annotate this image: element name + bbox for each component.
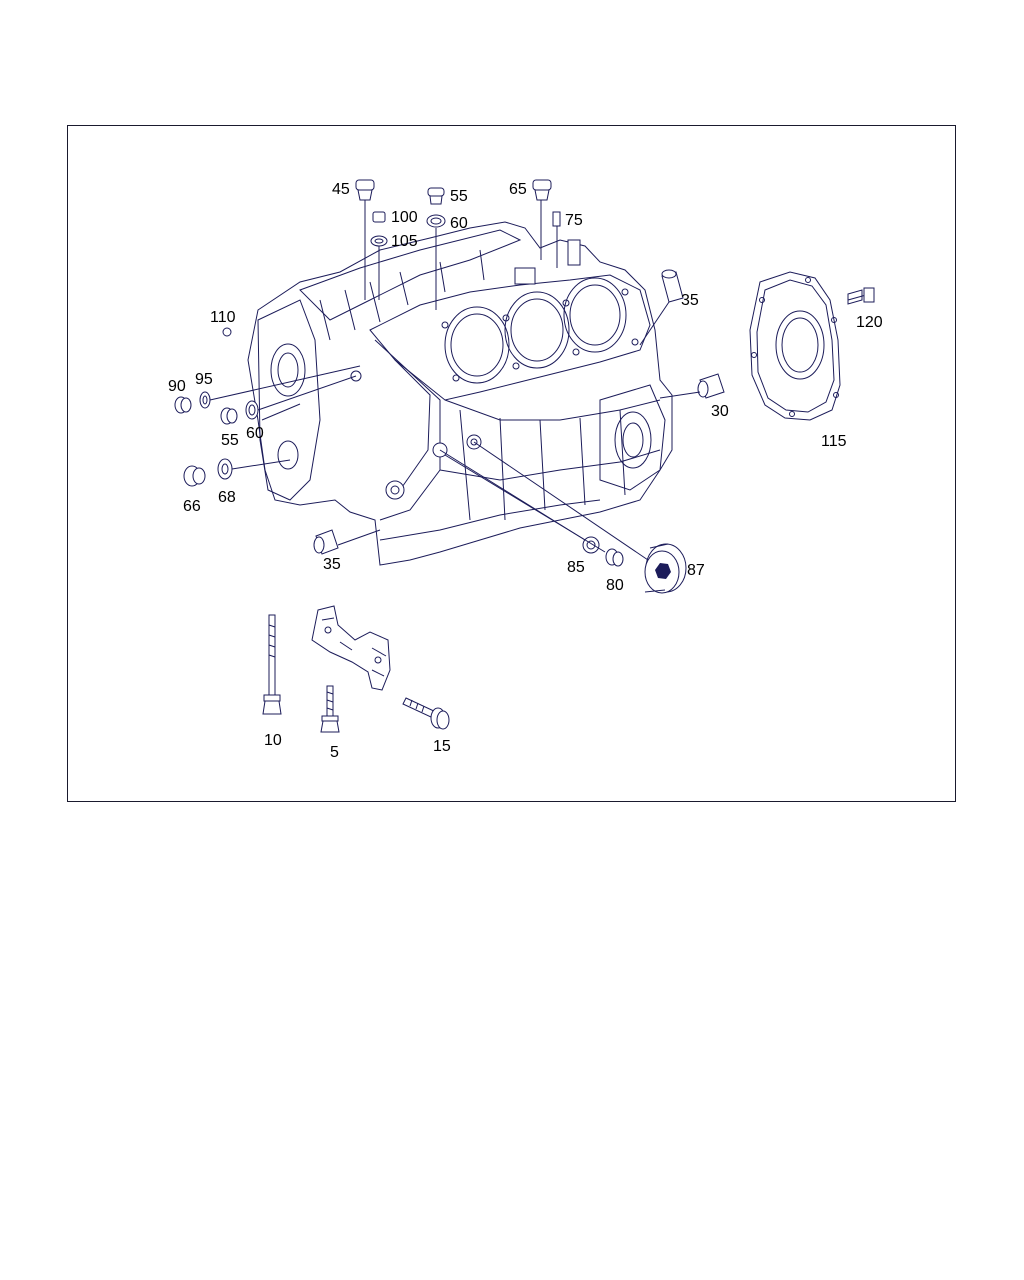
washer-68 (217, 458, 233, 480)
plug-100 (372, 211, 386, 223)
washer-60-left (245, 400, 259, 420)
callout-90: 90 (168, 378, 186, 395)
plug-55-top (427, 187, 445, 205)
bolt-5 (320, 685, 340, 733)
callout-87: 87 (687, 562, 705, 579)
callout-100: 100 (391, 209, 418, 226)
mounting-bracket (311, 605, 391, 691)
washer-105 (370, 235, 388, 247)
plug-90 (174, 396, 192, 414)
callout-55-left: 55 (221, 432, 239, 449)
callout-5: 5 (330, 744, 339, 761)
leader-lines (209, 200, 701, 561)
plug-110 (222, 327, 232, 337)
callout-60-left: 60 (246, 425, 264, 442)
callout-95: 95 (195, 371, 213, 388)
plug-66 (183, 465, 206, 487)
plug-65 (532, 179, 552, 201)
sleeve-35-bottom (313, 529, 339, 555)
callout-66: 66 (183, 498, 201, 515)
washer-95 (199, 391, 211, 409)
pin-75 (552, 211, 561, 227)
callout-labels: 45 55 65 100 105 60 75 35 120 110 90 95 … (168, 181, 883, 761)
bolt-15 (402, 697, 450, 730)
sleeve-30 (697, 373, 725, 399)
callout-110: 110 (210, 309, 236, 326)
plug-55-left (220, 407, 238, 425)
callout-15: 15 (433, 738, 451, 755)
callout-30: 30 (711, 403, 729, 420)
callout-68: 68 (218, 489, 236, 506)
bolt-10 (262, 614, 282, 715)
callout-65: 65 (509, 181, 527, 198)
engine-block (247, 221, 673, 566)
callout-55-top: 55 (450, 188, 468, 205)
callout-35-bottom: 35 (323, 556, 341, 573)
callout-45: 45 (332, 181, 350, 198)
callout-115: 115 (821, 433, 847, 450)
drain-cover-87 (644, 543, 687, 594)
callout-120: 120 (856, 314, 883, 331)
callout-10: 10 (264, 732, 282, 749)
plug-80 (605, 548, 624, 567)
callout-75: 75 (565, 212, 583, 229)
callout-35-right: 35 (681, 292, 699, 309)
callout-105: 105 (391, 233, 418, 250)
sleeve-35-right (661, 269, 684, 303)
callout-80: 80 (606, 577, 624, 594)
callout-60-top: 60 (450, 215, 468, 232)
washer-85 (582, 536, 600, 554)
callout-85: 85 (567, 559, 585, 576)
rear-seal-cover (749, 271, 841, 421)
bolt-120 (847, 287, 875, 305)
washer-60-top (426, 214, 446, 228)
plug-45 (355, 179, 375, 201)
diagram-frame (67, 125, 956, 802)
